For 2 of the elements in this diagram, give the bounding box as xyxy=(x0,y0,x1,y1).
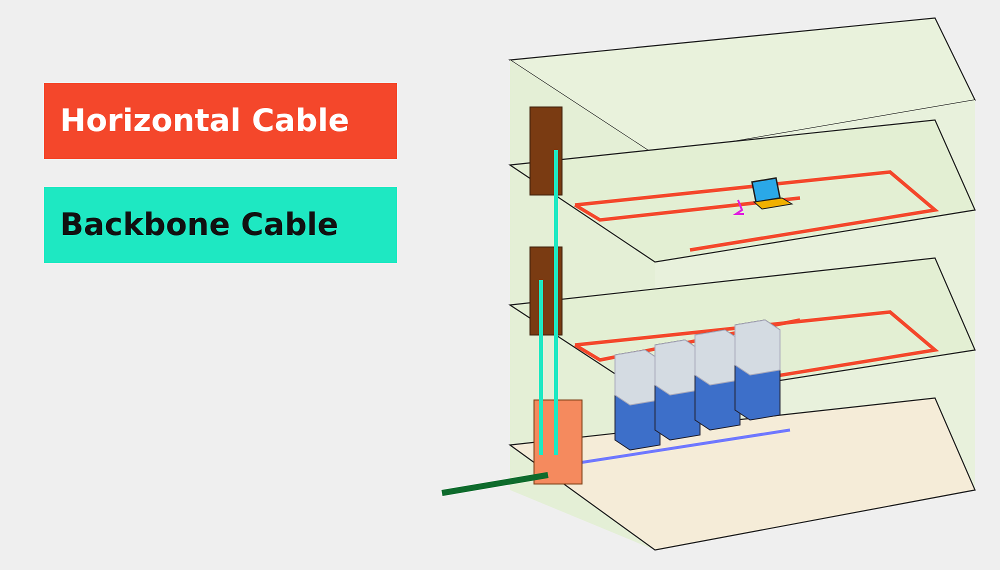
legend-label: Horizontal Cable xyxy=(60,102,350,141)
legend-label: Backbone Cable xyxy=(60,206,338,245)
